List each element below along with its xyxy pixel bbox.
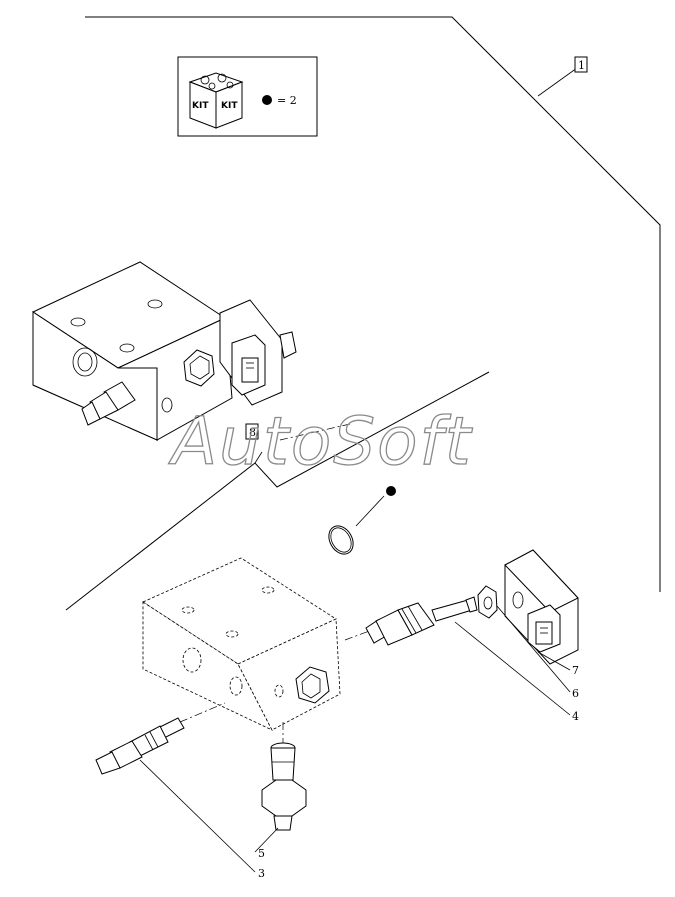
centerline-left (179, 702, 226, 723)
kit-equals-text: = 2 (277, 94, 297, 107)
callout-5-label: 5 (258, 847, 265, 860)
callout-5[interactable]: 5 (258, 847, 265, 860)
leader-6 (496, 605, 571, 693)
callout-6-label: 6 (572, 687, 579, 700)
callout-1[interactable]: 1 (574, 56, 588, 73)
leader-7 (537, 651, 571, 671)
nut-6 (477, 585, 498, 619)
subassembly-bracket-line (65, 371, 490, 611)
upper-left-cartridge (81, 381, 136, 426)
leader-5 (254, 827, 279, 853)
callout-4-label: 4 (572, 710, 579, 723)
kit-label-right: KIT (221, 101, 238, 111)
callout-8-label: 8 (249, 426, 256, 439)
centerline-upper (279, 423, 351, 441)
callout-3-label: 3 (258, 867, 265, 880)
callout-7[interactable]: 7 (572, 664, 579, 677)
callout-8[interactable]: 8 (245, 423, 259, 440)
o-ring-kit-dot-icon (386, 486, 396, 496)
leader-8 (254, 451, 263, 464)
lower-valve-block (142, 557, 341, 731)
leader-1 (537, 67, 578, 97)
solenoid-coil-7 (504, 549, 579, 665)
kit-box: KIT KIT = 2 (177, 56, 318, 137)
upper-valve-block (31, 261, 297, 442)
callout-4[interactable]: 4 (572, 710, 579, 723)
cartridge-plug-5 (261, 742, 307, 831)
leader-3 (139, 759, 256, 873)
o-ring (328, 525, 354, 555)
upper-solenoid-coil (219, 299, 297, 406)
leader-4 (454, 621, 571, 716)
cartridge-valve-3 (95, 717, 185, 775)
callout-3[interactable]: 3 (258, 867, 265, 880)
leader-o-ring (355, 495, 385, 527)
cartridge-valve-4 (365, 596, 478, 646)
watermark-text: AutoSoft (168, 403, 473, 480)
callout-7-label: 7 (572, 664, 579, 677)
kit-label-left: KIT (192, 101, 209, 111)
kit-cube-icon: KIT KIT (188, 72, 244, 129)
callout-1-label: 1 (578, 59, 585, 72)
kit-dot-icon (262, 95, 272, 105)
assembly-bracket-line (85, 16, 661, 592)
callout-6[interactable]: 6 (572, 687, 579, 700)
